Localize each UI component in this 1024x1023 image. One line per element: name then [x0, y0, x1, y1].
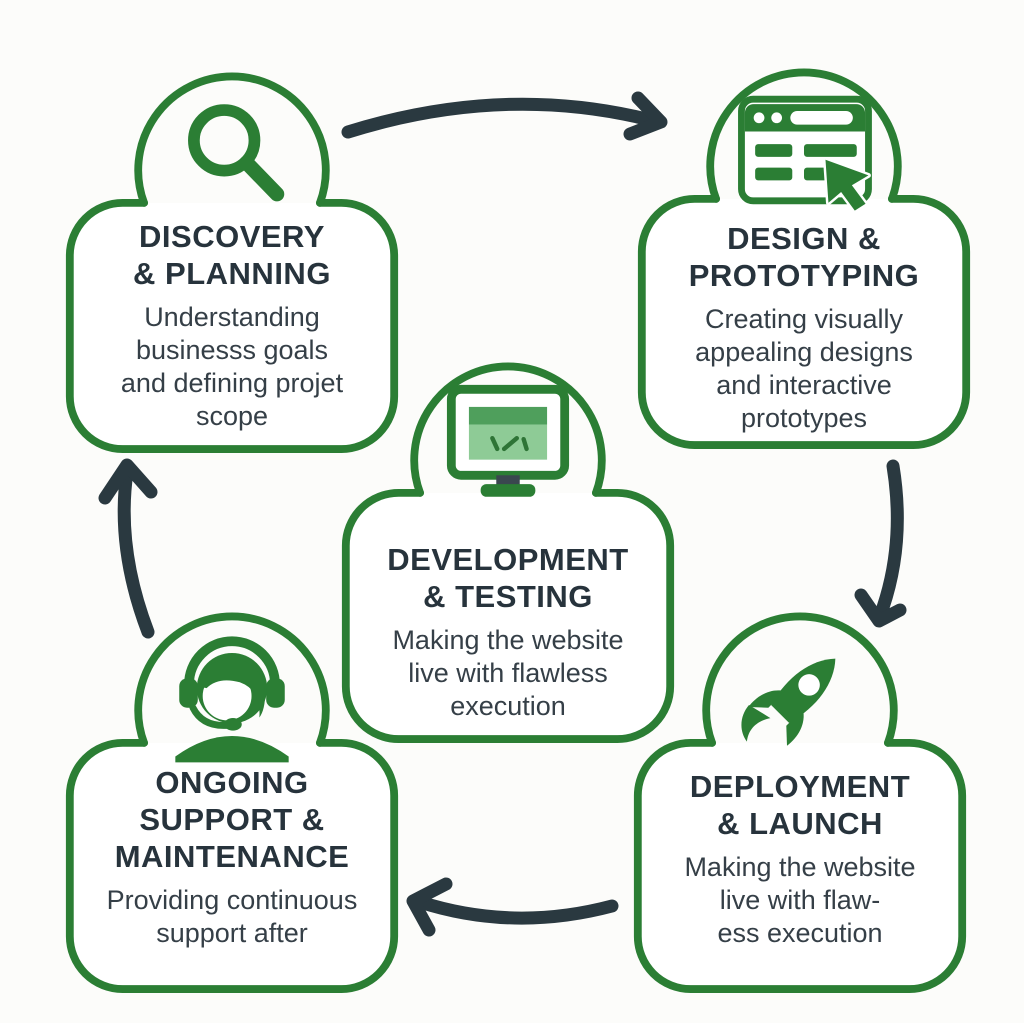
node-title: DISCOVERY & PLANNING — [133, 219, 331, 291]
headset-support-icon — [175, 636, 289, 763]
arrow-support-to-discovery — [98, 458, 158, 639]
cursor-arrow-icon — [823, 157, 871, 214]
node-description: Understanding businesss goals and defini… — [120, 302, 344, 431]
arrow-deployment-to-support — [406, 877, 619, 937]
node-title: DEPLOYMENT & LAUNCH — [689, 769, 911, 841]
node-outline — [341, 362, 675, 743]
rocket-icon — [741, 658, 836, 746]
node-description: Providing continuous support after — [106, 885, 358, 948]
monitor-code-icon — [446, 384, 570, 497]
node-description: Creating visually appealing designs and … — [695, 304, 913, 433]
node-description: Making the website live with flaw- ess e… — [684, 852, 916, 948]
magnifier-icon — [188, 104, 285, 202]
node-title: ONGOING SUPPORT & MAINTENANCE — [114, 765, 350, 874]
node-outline — [637, 68, 971, 449]
node-description: Making the website live with flawless ex… — [392, 625, 624, 721]
node-outline — [633, 612, 967, 993]
node-deployment-launch: DEPLOYMENT & LAUNCH Making the website l… — [630, 606, 970, 997]
arrow-discovery-to-design — [341, 91, 668, 141]
node-outline — [65, 72, 399, 453]
node-development-testing: DEVELOPMENT & TESTING Making the website… — [338, 356, 678, 747]
node-title: DESIGN & PROTOTYPING — [688, 221, 920, 293]
arrow-design-to-deployment — [854, 459, 907, 628]
browser-design-icon — [738, 95, 872, 214]
node-discovery-planning: DISCOVERY & PLANNING Understanding busin… — [62, 66, 402, 457]
node-title: DEVELOPMENT & TESTING — [387, 542, 629, 614]
node-outline — [65, 612, 399, 993]
node-design-prototyping: DESIGN & PROTOTYPING Creating visually a… — [634, 62, 974, 453]
node-ongoing-support-maintenance: ONGOING SUPPORT & MAINTENANCE Providing … — [62, 606, 402, 997]
